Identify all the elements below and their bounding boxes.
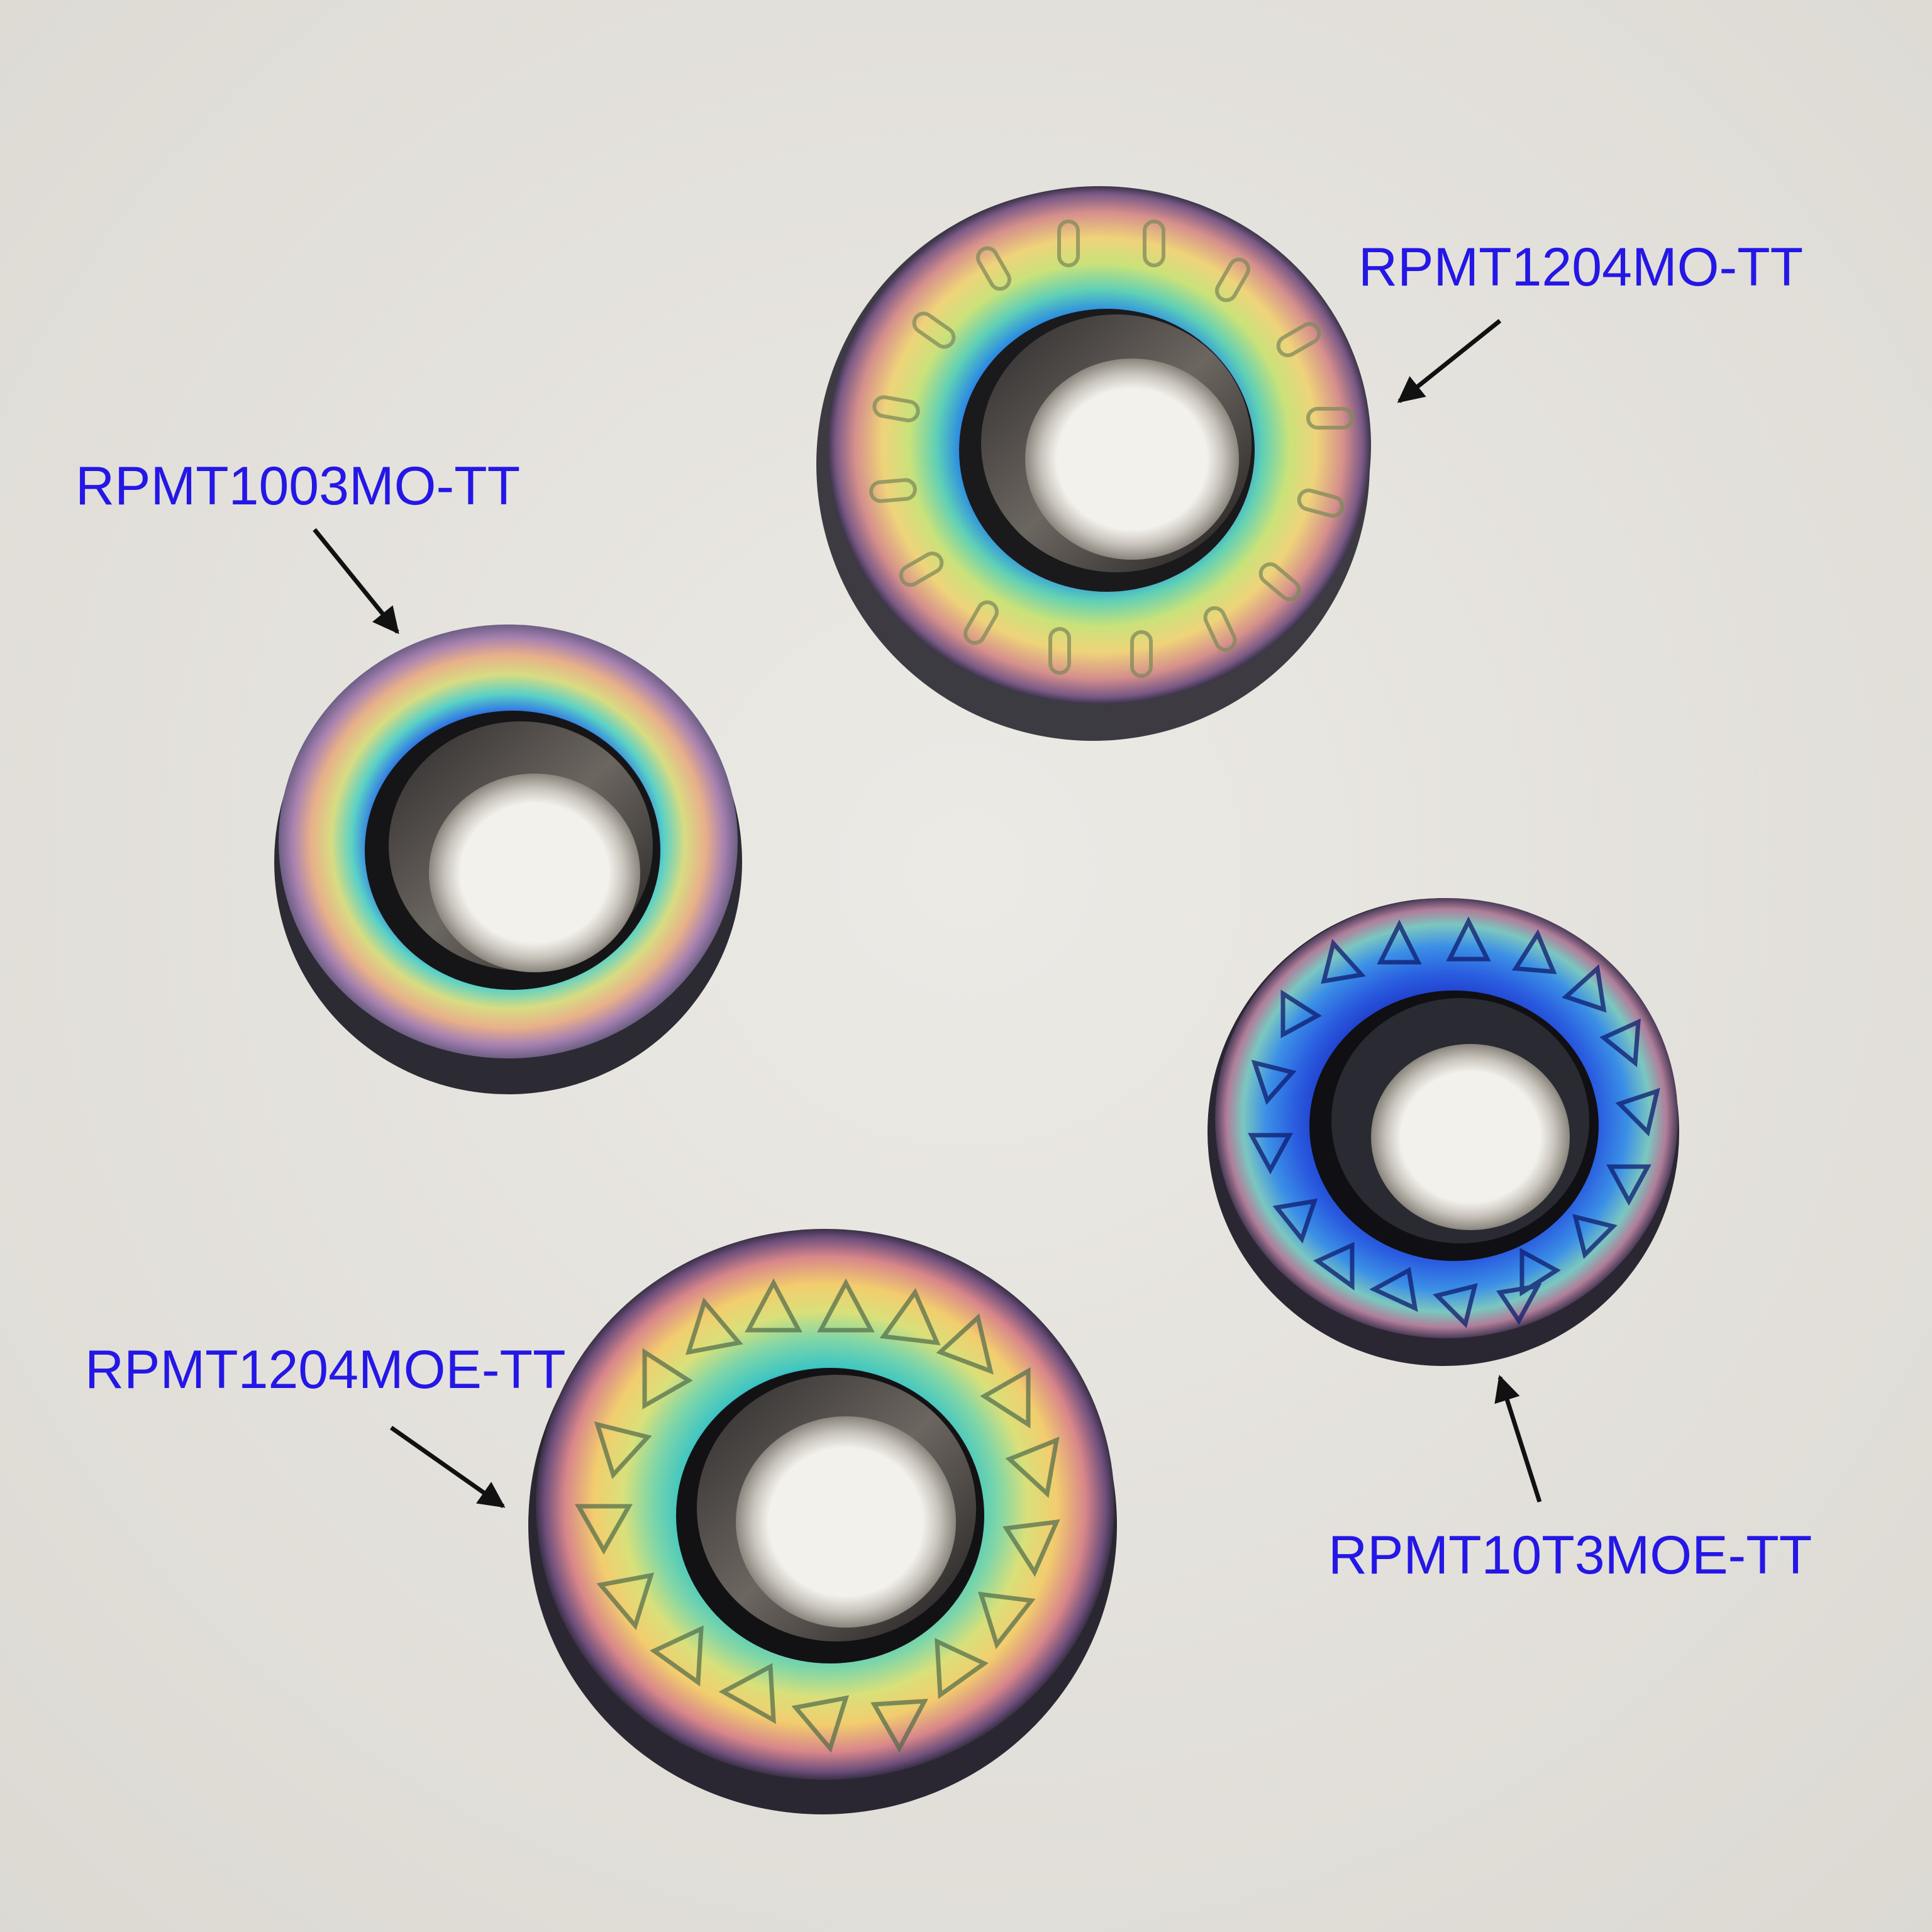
arrow-to-rpmt1204mo-tt xyxy=(1397,319,1502,403)
label-rpmt1204mo-tt: RPMT1204MO-TT xyxy=(1358,237,1804,297)
insert-rpmt1204moe-tt xyxy=(528,1229,1117,1814)
triangular-bumps xyxy=(1248,916,1660,1328)
arrow-to-rpmt10t3moe-tt xyxy=(1494,1374,1542,1503)
label-rpmt10t3moe-tt: RPMT10T3MOE-TT xyxy=(1328,1525,1813,1585)
arrows xyxy=(313,319,1542,1508)
oval-dimples xyxy=(869,219,1354,678)
triangular-bumps xyxy=(574,1278,1060,1753)
insert-rpmt1003mo-tt xyxy=(274,625,742,1094)
insert-rpmt10t3moe-tt xyxy=(1208,898,1679,1366)
label-rpmt1003mo-tt: RPMT1003MO-TT xyxy=(75,456,521,516)
arrow-to-rpmt1003mo-tt xyxy=(313,528,399,635)
insert-rpmt1204mo-tt xyxy=(816,186,1371,741)
arrow-to-rpmt1204moe-tt xyxy=(389,1426,506,1508)
label-rpmt1204moe-tt: RPMT1204MOE-TT xyxy=(85,1340,566,1400)
